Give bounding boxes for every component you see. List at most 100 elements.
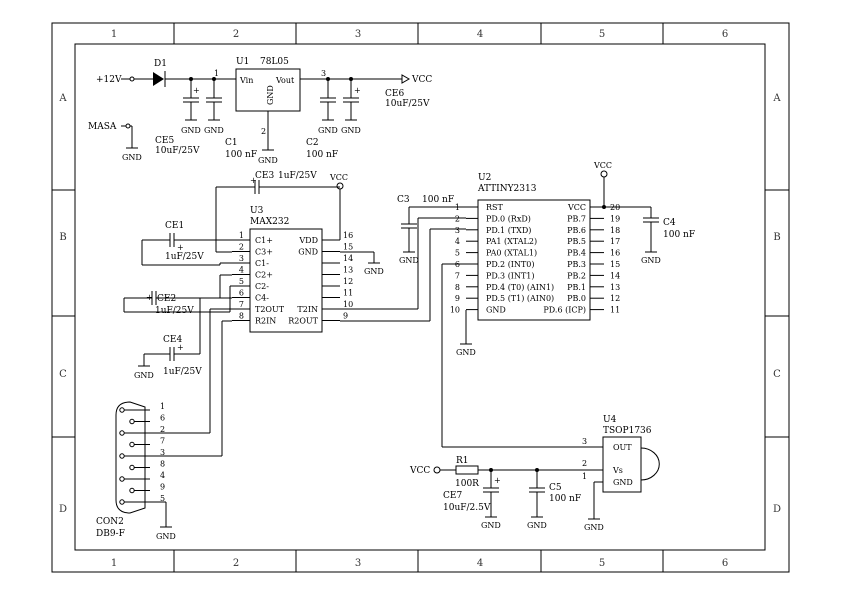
u2-pin-name: RST xyxy=(486,203,504,212)
svg-text:+: + xyxy=(494,476,501,485)
c3-ref: C3 xyxy=(397,195,410,205)
u4-gnd: GND xyxy=(613,478,633,487)
power-supply: +12V D1 + GND CE5 10uF/25V GND xyxy=(88,57,432,165)
u3-pin-number: 10 xyxy=(343,300,353,309)
col-label-top: 3 xyxy=(355,29,361,40)
vcc-label: VCC xyxy=(411,75,432,85)
u3-pin-number: 4 xyxy=(239,266,244,275)
u4-out: OUT xyxy=(613,443,632,452)
capacitor-ce2: + CE2 1uF/25V xyxy=(123,274,232,316)
col-label-top: 6 xyxy=(722,29,728,40)
u3-pin-name: T2IN xyxy=(297,305,318,314)
resistor-r1 xyxy=(455,465,479,475)
u2-pin-number: 9 xyxy=(455,294,460,303)
u1-gnd: GND xyxy=(266,85,275,105)
u2-pin-name: PB.1 xyxy=(567,283,586,292)
u3-value: MAX232 xyxy=(250,217,289,227)
ce7-value: 10uF/2.5V xyxy=(443,503,491,513)
u1-vin: Vin xyxy=(239,76,253,85)
u2-pin-name: PD.0 (RxD) xyxy=(486,214,531,223)
col-label-top: 4 xyxy=(477,29,483,40)
db9-pin-number: 3 xyxy=(160,448,165,457)
gnd-label: GND xyxy=(341,126,361,135)
u2-pin-number: 7 xyxy=(455,271,460,280)
ce5-ref: CE5 xyxy=(155,136,174,146)
u2-pin-name: VCC xyxy=(567,203,586,212)
u3-pin-number: 6 xyxy=(239,289,244,298)
gnd-label: GND xyxy=(181,126,201,135)
u2-pin-name: PD.4 (T0) (AIN1) xyxy=(486,283,554,292)
u2-pin-number: 13 xyxy=(610,283,620,292)
vcc-label: VCC xyxy=(409,466,430,476)
u2-pin-name: PB.7 xyxy=(567,214,586,223)
u1-pin3: 3 xyxy=(321,69,326,78)
u4-pin-gnd: 1 xyxy=(582,472,587,481)
ce3-ref: CE3 xyxy=(255,171,274,181)
gnd-label: GND xyxy=(122,153,142,162)
u2-pin-number: 11 xyxy=(610,306,620,315)
u3-pin-name: GND xyxy=(298,248,318,257)
u3-pin-name: C3+ xyxy=(255,248,273,257)
col-label-bottom: 2 xyxy=(233,558,239,569)
u3-pin-name: C2+ xyxy=(255,271,273,280)
capacitor-ce6: + GND CE6 10uF/25V xyxy=(341,79,430,135)
con2-ref: CON2 xyxy=(96,517,124,527)
vcc-label: VCC xyxy=(329,173,348,182)
db9-contact xyxy=(129,441,135,448)
vcc-label: VCC xyxy=(593,161,612,170)
u1-pin2: 2 xyxy=(261,127,266,136)
col-label-bottom: 3 xyxy=(355,558,361,569)
db9-pin-number: 1 xyxy=(160,402,165,411)
ir-receiver-u4: U4 TSOP1736 OUT Vs GND 3 2 1 GND xyxy=(582,415,660,532)
db9-pin-number: 5 xyxy=(160,494,165,503)
u3-pin-number: 5 xyxy=(239,277,244,286)
gnd-label: GND xyxy=(584,523,604,532)
u3-pin-name: T2OUT xyxy=(255,305,285,314)
masa-net: MASA GND xyxy=(88,122,142,162)
u4-value: TSOP1736 xyxy=(603,426,652,436)
row-label-right: C xyxy=(773,369,781,380)
capacitor-c1: GND C1 100 nF xyxy=(204,79,257,160)
u4-vs: Vs xyxy=(612,466,623,475)
u2-pin-number: 18 xyxy=(610,226,620,235)
svg-text:+: + xyxy=(177,243,184,252)
col-label-bottom: 6 xyxy=(722,558,728,569)
u2-pin-name: PB.4 xyxy=(567,249,586,258)
gnd-label: GND xyxy=(134,371,154,380)
ce1-value: 1uF/25V xyxy=(165,252,204,262)
gnd-label: GND xyxy=(527,521,547,530)
u1-ref: U1 xyxy=(236,57,249,67)
capacitor-c4: GND C4 100 nF xyxy=(641,207,695,265)
u4-pin-out: 3 xyxy=(582,437,587,446)
db9-pin-number: 2 xyxy=(160,425,165,434)
u2-pin-name: PA1 (XTAL2) xyxy=(486,237,537,246)
db9-contact xyxy=(119,407,125,413)
db9-contact xyxy=(119,453,125,459)
row-label-right: B xyxy=(773,232,780,243)
u2-pin-number: 4 xyxy=(455,237,460,246)
vcc-port-arrow xyxy=(401,74,411,84)
db9-contact xyxy=(129,418,135,425)
u3-pin-number: 16 xyxy=(343,231,353,240)
u1-vout: Vout xyxy=(275,76,295,85)
ce4-ref: CE4 xyxy=(163,335,182,345)
gnd-label: GND xyxy=(641,256,661,265)
ce3-value: 1uF/25V xyxy=(278,171,317,181)
input-12v-label: +12V xyxy=(96,75,122,85)
db9-pin-number: 7 xyxy=(160,437,165,446)
row-label-left: A xyxy=(58,93,67,104)
diode-d1: D1 xyxy=(153,59,167,87)
db9-pin-number: 4 xyxy=(160,471,165,480)
regulator-u1: U1 78L05 Vin Vout GND 2 GND xyxy=(235,57,301,165)
row-label-left: D xyxy=(59,504,67,515)
u2-ref: U2 xyxy=(478,173,491,183)
db9-contact xyxy=(119,476,125,482)
db9-contact xyxy=(119,430,125,436)
c2-ref: C2 xyxy=(306,138,319,148)
u2-pin-number: 12 xyxy=(610,294,620,303)
ce2-value: 1uF/25V xyxy=(155,306,194,316)
u2-pin-number: 2 xyxy=(455,214,460,223)
capacitor-ce3: + CE3 1uF/25V xyxy=(215,171,340,253)
